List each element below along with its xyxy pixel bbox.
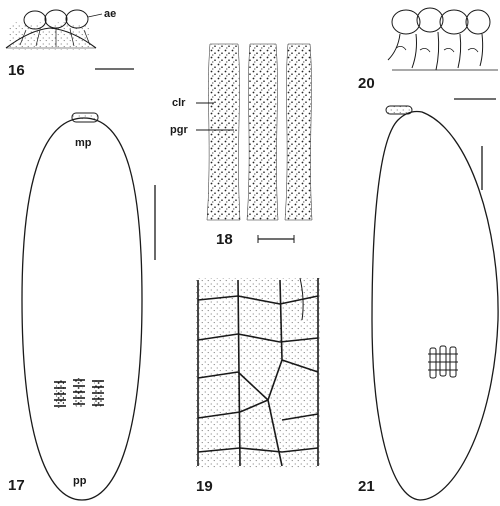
label-mp: mp <box>75 138 92 149</box>
figure-20-drawing <box>388 8 498 99</box>
figure-21-drawing <box>372 106 498 500</box>
figure-number-16: 16 <box>8 63 25 78</box>
label-ae: ae <box>104 9 116 20</box>
figure-18-drawing <box>196 42 313 243</box>
figure-number-18: 18 <box>216 232 233 247</box>
figure-number-21: 21 <box>358 479 375 494</box>
figure-number-20: 20 <box>358 76 375 91</box>
label-pp: pp <box>73 476 86 487</box>
label-clr: clr <box>172 98 185 109</box>
figure-19-drawing <box>196 278 320 468</box>
figure-number-17: 17 <box>8 478 25 493</box>
spore-cluster-21 <box>428 346 458 378</box>
figure-17-drawing <box>22 113 155 500</box>
figure-number-19: 19 <box>196 479 213 494</box>
label-pgr: pgr <box>170 125 188 136</box>
